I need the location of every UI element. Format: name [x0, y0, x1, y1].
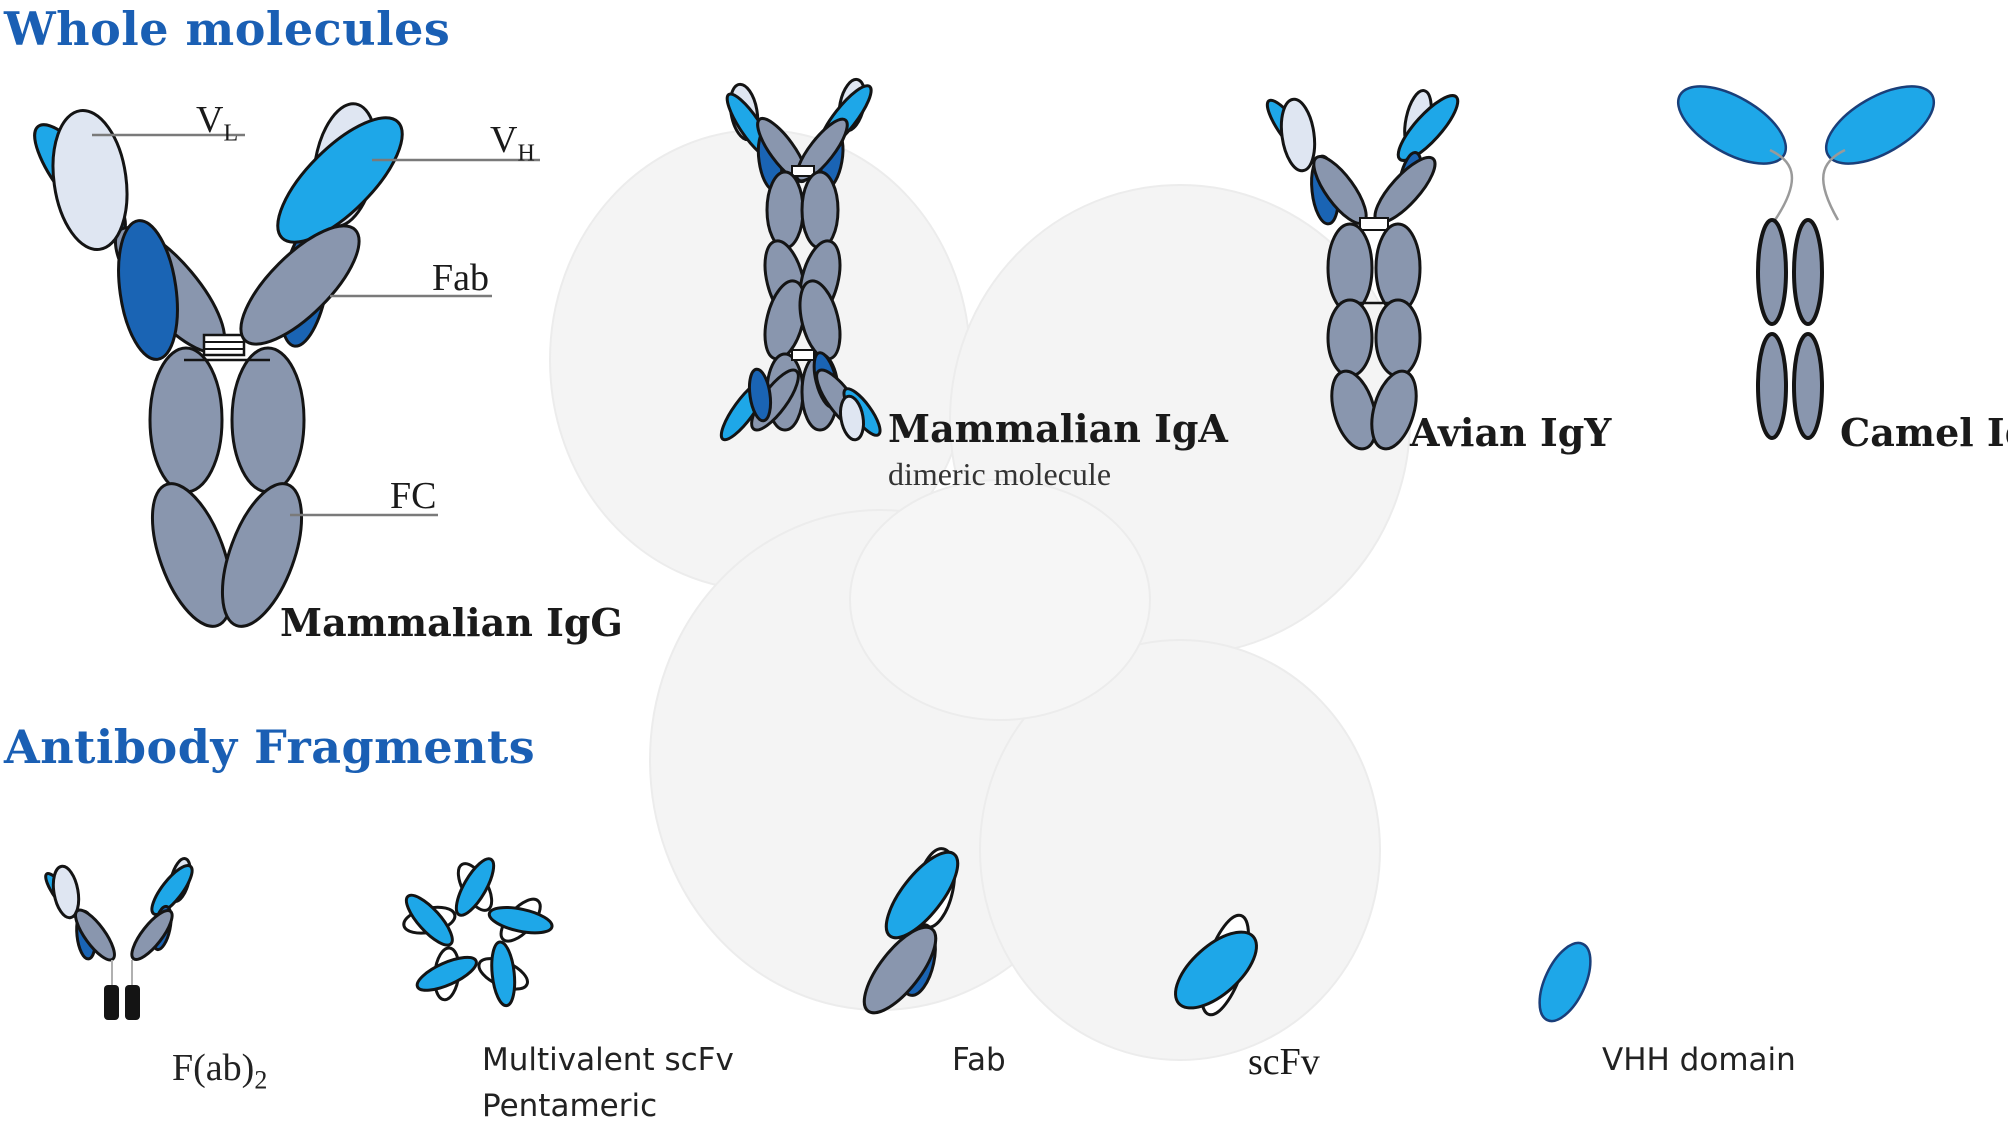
label-avian-igy: Avian IgY [1410, 410, 1612, 455]
igg-ch3-right [220, 482, 304, 628]
label-fab2-sub: 2 [254, 1065, 268, 1095]
igg-right-vh [276, 116, 404, 244]
label-fab-fragment: Fab [952, 1042, 1006, 1078]
label-vh-main: V [490, 119, 518, 161]
label-vh: VH [490, 118, 535, 168]
avian-igy-icon [1265, 89, 1460, 451]
bg-cell-4 [979, 639, 1381, 1061]
igg-ch3-left [150, 482, 234, 628]
fab2-fragment-icon [44, 857, 194, 1020]
scfv-fragment-icon [1174, 913, 1258, 1017]
label-scfv-multivalent: Multivalent scFv [482, 1042, 734, 1078]
igg-ch2-right [230, 346, 306, 494]
igg-left-vl [51, 109, 129, 251]
vhh-domain-icon [1538, 941, 1592, 1023]
camel-vhh-right [1824, 85, 1936, 165]
background-cells [549, 129, 1411, 1061]
label-vl-main: V [196, 99, 224, 141]
label-fab-part: Fab [432, 257, 489, 299]
label-scfv: scFv [1248, 1041, 1320, 1083]
label-mammalian-igg: Mammalian IgG [280, 600, 623, 645]
mammalian-iga-icon [719, 77, 882, 442]
label-scfv-pentameric: Pentameric [482, 1088, 658, 1124]
label-vhh-domain: VHH domain [1602, 1042, 1796, 1078]
label-fc-part: FC [390, 475, 437, 517]
camel-ig-icon [1676, 85, 1936, 440]
mammalian-igg-icon [33, 102, 540, 628]
label-vh-sub: H [517, 140, 535, 167]
igg-right-ch1 [239, 224, 361, 346]
igg-ch2-left [148, 346, 224, 494]
label-vl: VL [196, 98, 238, 148]
label-vl-sub: L [223, 120, 239, 147]
label-fab2-main: F(ab) [172, 1047, 255, 1089]
label-fab2: F(ab)2 [172, 1046, 267, 1096]
fab-fragment-icon [862, 847, 960, 1015]
igg-hinge [202, 333, 246, 357]
multivalent-scfv-icon [402, 857, 554, 1008]
bg-cell-5 [849, 479, 1151, 721]
label-mammalian-iga: Mammalian IgA [888, 406, 1228, 451]
label-camel-ig: Camel Ig [1840, 410, 2008, 455]
camel-vhh-left [1676, 85, 1788, 165]
label-iga-dimeric: dimeric molecule [888, 456, 1112, 492]
section-title-whole-molecules: Whole molecules [4, 2, 451, 56]
igg-left-cl [117, 219, 179, 361]
section-title-antibody-fragments: Antibody Fragments [4, 720, 536, 774]
